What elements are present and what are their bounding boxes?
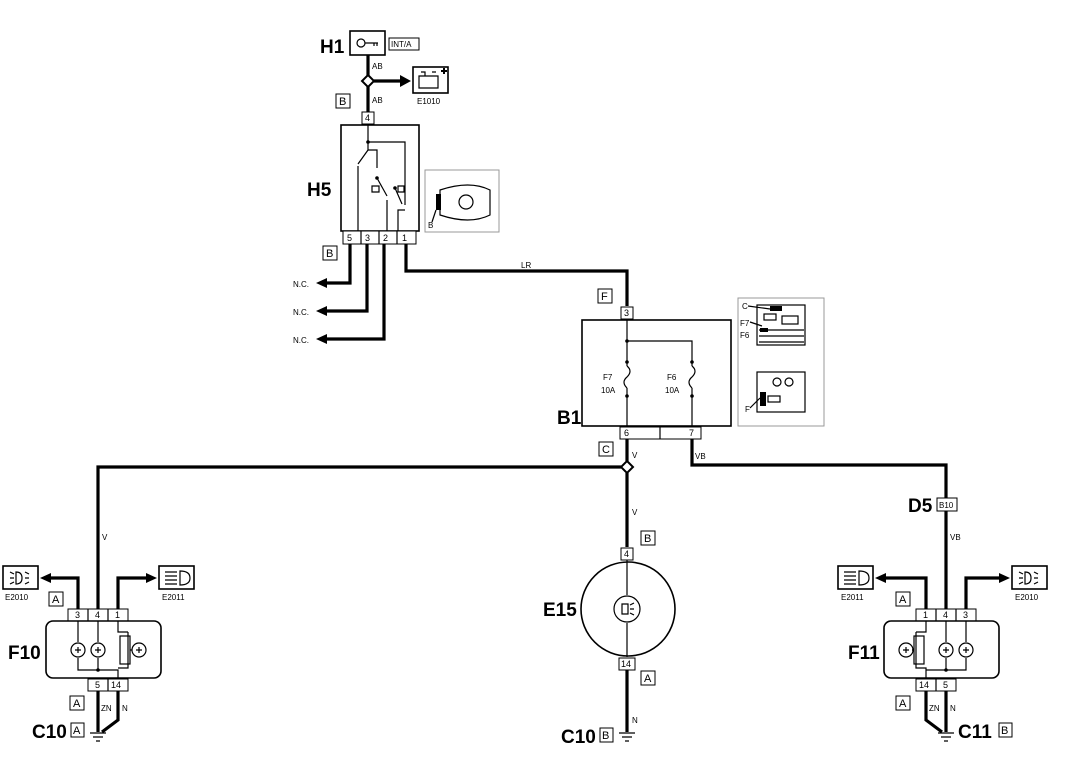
ground-c10b: [619, 732, 635, 742]
b1-internal-fuses: [623, 319, 696, 426]
h5-location-inset: [424, 169, 500, 233]
headlamp-switch-icon: [613, 595, 641, 623]
b1-inset-label-f: F: [745, 405, 750, 414]
d5-label: D5: [908, 496, 933, 517]
f11-top-connector: A: [899, 594, 907, 606]
b1-pin-3: 3: [624, 308, 629, 318]
f10-bulbs: [70, 621, 147, 680]
h5-pin-1: 1: [402, 233, 407, 243]
f10-pin-14: 14: [111, 680, 121, 690]
wire-ab-1: AB: [372, 62, 383, 71]
e15-label: E15: [543, 600, 577, 621]
b1-top-connector: F: [601, 291, 608, 303]
ground-c11: [938, 732, 954, 742]
f10-pin-5: 5: [95, 680, 100, 690]
h5-bottom-connector: B: [326, 248, 333, 260]
wire-vb-2: VB: [950, 533, 961, 542]
h1-label: H1: [320, 37, 345, 58]
f10-headlamp-body: [45, 620, 162, 679]
battery-icon: [412, 66, 449, 94]
f10-top-connector: A: [52, 594, 60, 606]
h5-pin-3: 3: [365, 233, 370, 243]
ignition-key-icon: [349, 30, 386, 56]
f10-bottom-connector: A: [73, 698, 81, 710]
ref-f10-e2011: E2011: [162, 593, 185, 602]
f11-pin-3: 3: [963, 610, 968, 620]
wire-zn-2: ZN: [929, 704, 940, 713]
nc-1: N.C.: [293, 280, 309, 289]
f11-pin-14: 14: [919, 680, 929, 690]
wire-n-2: N: [632, 716, 638, 725]
wire-v-3: V: [632, 508, 638, 517]
b1-inset-label-f6: F6: [740, 331, 750, 340]
f11-bottom-connector: A: [899, 698, 907, 710]
wire-n-1: N: [122, 704, 128, 713]
f11-label: F11: [848, 643, 880, 664]
b1-pin-7: 7: [689, 428, 694, 438]
nc-2: N.C.: [293, 308, 309, 317]
f11-pin-1: 1: [923, 610, 928, 620]
fuse-f7-name: F7: [603, 373, 613, 382]
f10-label: F10: [8, 643, 41, 664]
splice-node-h1: [360, 73, 376, 89]
ref-f10-e2010: E2010: [5, 593, 29, 602]
fuse-f6-rating: 10A: [665, 386, 680, 395]
h5-top-connector: B: [339, 96, 346, 108]
side-light-icon: [2, 565, 39, 590]
f11-pin-5: 5: [943, 680, 948, 690]
b1-fuse-box: [581, 319, 732, 427]
b1-label: B1: [557, 408, 582, 429]
wire-n-3: N: [950, 704, 956, 713]
c10b-tag: B: [602, 730, 609, 742]
headlamp-icon: [158, 565, 195, 590]
b1-pin-6: 6: [624, 428, 629, 438]
f11-pin-4: 4: [943, 610, 948, 620]
h5-label: H5: [307, 180, 332, 201]
fuse-f6-name: F6: [667, 373, 677, 382]
h5-inset-label: B: [428, 221, 433, 230]
h5-pin-4: 4: [365, 113, 370, 123]
h1-tag: INT/A: [391, 40, 412, 49]
b1-inset-label-f7: F7: [740, 319, 750, 328]
wire-vb-1: VB: [695, 452, 706, 461]
wire-v-2: V: [102, 533, 108, 542]
wire-zn-1: ZN: [101, 704, 112, 713]
wire-ab-2: AB: [372, 96, 383, 105]
e15-pin-4: 4: [624, 549, 629, 559]
fuse-f7-rating: 10A: [601, 386, 616, 395]
f10-pin-4: 4: [95, 610, 100, 620]
ref-e1010: E1010: [417, 97, 441, 106]
f10-pin-1: 1: [115, 610, 120, 620]
ground-c10a: [90, 732, 106, 742]
wire-lr: LR: [521, 261, 531, 270]
e15-top-connector: B: [644, 533, 651, 545]
h5-pin-2: 2: [383, 233, 388, 243]
h5-pin-5: 5: [347, 233, 352, 243]
c11-tag: B: [1001, 725, 1008, 737]
h5-switch-body: [340, 124, 420, 232]
c10a-tag: A: [73, 725, 81, 737]
e15-pin-14: 14: [621, 659, 631, 669]
h5-internal-contacts: [357, 125, 406, 231]
ref-f11-e2011: E2011: [841, 593, 864, 602]
wire-v-1: V: [632, 451, 638, 460]
side-light-icon: [1011, 565, 1048, 590]
c10a-label: C10: [32, 722, 67, 743]
f11-headlamp-body: [883, 620, 1000, 679]
b1-inset-label-c: C: [742, 302, 748, 311]
d5-tag: B10: [939, 501, 954, 510]
ref-f11-e2010: E2010: [1015, 593, 1039, 602]
e15-bottom-connector: A: [644, 673, 652, 685]
f10-pin-3: 3: [75, 610, 80, 620]
nc-3: N.C.: [293, 336, 309, 345]
splice-node-b1: [619, 459, 635, 475]
c10b-label: C10: [561, 727, 596, 748]
c11-label: C11: [958, 722, 992, 743]
headlamp-icon: [837, 565, 874, 590]
b1-location-inset: [737, 297, 825, 427]
f11-bulbs: [898, 621, 974, 680]
b1-bottom-connector: C: [602, 444, 610, 456]
